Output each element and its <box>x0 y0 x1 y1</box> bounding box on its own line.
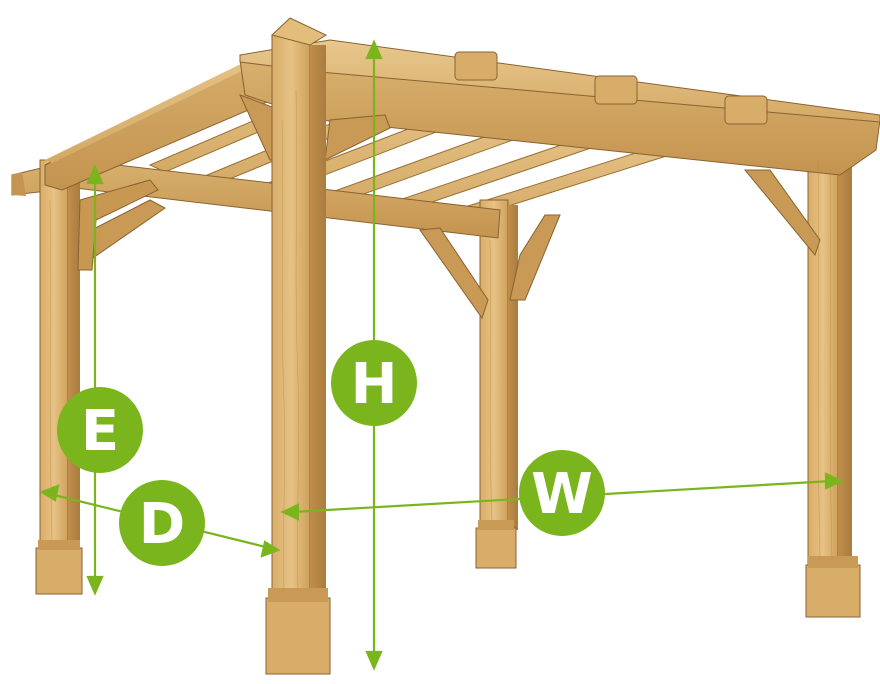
brace-right <box>743 169 821 257</box>
post-front-center <box>265 17 331 675</box>
dimension-label-eave-height: E <box>81 399 119 464</box>
post-back-right <box>475 199 518 569</box>
dimension-label-width: W <box>531 462 593 527</box>
wood-grain <box>49 89 833 591</box>
brace-back-right <box>419 227 489 320</box>
dimension-label-height: H <box>351 352 398 417</box>
beam-front <box>239 39 880 176</box>
brace-left <box>77 179 159 271</box>
dimension-badge-depth: D <box>119 480 205 566</box>
dimension-badge-eave-height: E <box>57 387 143 473</box>
dimension-label-depth: D <box>139 492 185 557</box>
post-front-left <box>35 159 83 595</box>
brace-back-right-2 <box>509 214 561 301</box>
dimension-badge-width: W <box>519 450 605 536</box>
post-front-right <box>805 121 861 618</box>
dimension-badge-height: H <box>331 340 417 426</box>
